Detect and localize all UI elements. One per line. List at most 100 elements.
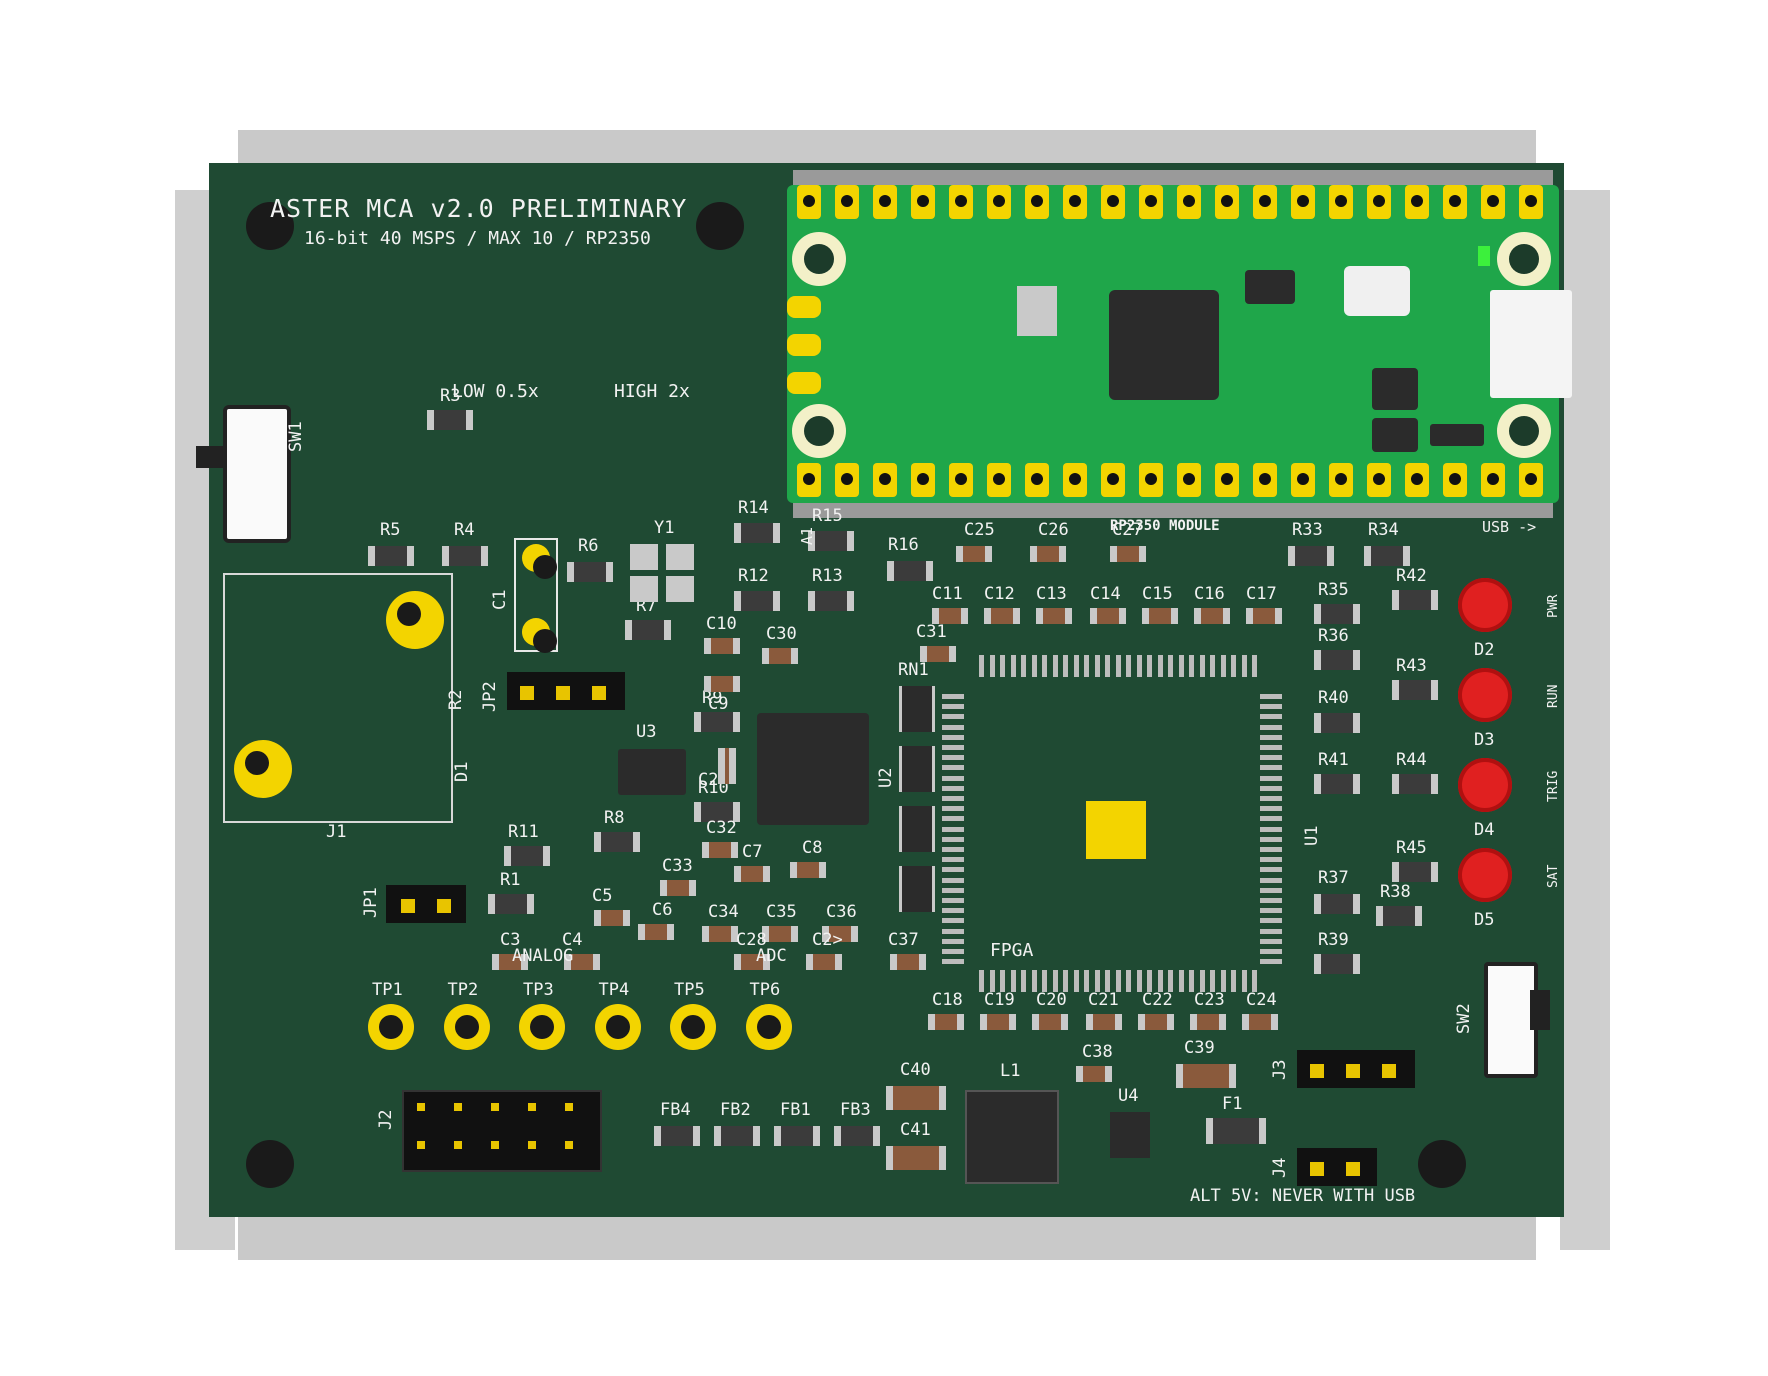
c1-pad-2 — [522, 618, 557, 653]
resistor-r35-label: R35 — [1318, 580, 1349, 600]
fpga-pin — [1260, 816, 1282, 822]
capacitor-c4 — [564, 954, 600, 970]
fpga-pin — [1178, 655, 1184, 677]
jp1-pin-2 — [432, 894, 456, 918]
j1-connector[interactable] — [223, 573, 453, 823]
pico-mount-bl — [792, 404, 846, 458]
j2-label: J2 — [376, 1109, 396, 1130]
capacitor-c26 — [1030, 546, 1066, 562]
test-point-tp2[interactable] — [443, 1004, 490, 1050]
test-point-tp4[interactable] — [594, 1004, 641, 1050]
d4-label: D4 — [1474, 820, 1495, 840]
fpga-pin — [942, 898, 964, 903]
pico-pad-bottom-17 — [1405, 463, 1429, 497]
fpga-pin — [1000, 655, 1005, 677]
fpga-pin — [1157, 655, 1163, 677]
fpga-pin — [942, 694, 964, 699]
capacitor-c3 — [492, 954, 528, 970]
capacitor-c16-label: C16 — [1194, 584, 1225, 604]
capacitor-c33-label: C33 — [662, 856, 693, 876]
capacitor-c21 — [1086, 1014, 1122, 1030]
pico-pad-bottom-3 — [873, 463, 897, 497]
resistor-r8-label: R8 — [604, 808, 625, 828]
fpga-pin — [942, 908, 964, 914]
sw2-actuator[interactable] — [1530, 990, 1550, 1030]
pico-pad-bottom-19 — [1481, 463, 1505, 497]
capacitor-c5 — [594, 910, 630, 926]
test-point-tp1[interactable] — [368, 1004, 414, 1050]
resistor-r5 — [368, 546, 414, 566]
capacitor-c30 — [762, 648, 798, 664]
fpga-pin — [1189, 655, 1194, 677]
pico-debug-pads — [787, 296, 823, 394]
tp5-label: TP5 — [674, 980, 705, 1000]
test-point-tp5[interactable] — [670, 1004, 716, 1050]
fpga-pin — [1073, 970, 1079, 992]
resistor-r38 — [1376, 906, 1422, 926]
sw2-switch[interactable] — [1484, 962, 1538, 1078]
resistor-r39-label: R39 — [1318, 930, 1349, 950]
fpga-pin — [1220, 655, 1226, 677]
resistor-r15-label: R15 — [812, 506, 843, 526]
fpga-pin — [942, 806, 964, 812]
fpga-pin — [1210, 970, 1215, 992]
resistor-r43-label: R43 — [1396, 656, 1427, 676]
fpga-thermal-pad — [1086, 801, 1146, 859]
adc-label: ADC — [756, 946, 787, 966]
fpga-pin — [1260, 765, 1282, 771]
fpga-pin — [1063, 970, 1068, 992]
capacitor-c10-label: C10 — [706, 614, 737, 634]
capacitor-c18 — [928, 1014, 964, 1030]
resistor-r14 — [734, 523, 780, 543]
capacitor-c19 — [980, 1014, 1016, 1030]
fpga-pin — [942, 775, 964, 781]
fpga-pin — [1021, 970, 1026, 992]
test-point-tp6[interactable] — [745, 1004, 792, 1050]
resistor-r33-label: R33 — [1292, 520, 1323, 540]
resistor-r3-label: R3 — [440, 386, 461, 406]
fpga-pin — [942, 928, 964, 934]
u2-label: U2 — [876, 767, 896, 788]
jp2-pin-2 — [551, 681, 575, 705]
resistor-r1-label: R1 — [500, 870, 521, 890]
fpga-pin — [1115, 655, 1121, 677]
pico-chip — [1109, 290, 1219, 400]
fpga-pin — [942, 755, 964, 761]
resistor-r3 — [427, 410, 473, 430]
j3-pin-1 — [1305, 1059, 1329, 1083]
fpga-pin — [1260, 826, 1282, 832]
capacitor-c12 — [984, 608, 1020, 624]
resistor-r39 — [1314, 954, 1360, 974]
capacitor-c4-label: C4 — [562, 930, 583, 950]
capacitor-c18-label: C18 — [932, 990, 963, 1010]
tp4-label: TP4 — [598, 980, 630, 1000]
pico-pad-bottom-11 — [1177, 463, 1201, 497]
j2-pin — [523, 1136, 541, 1154]
pico-mount-br — [1497, 404, 1551, 458]
fpga-label: FPGA — [990, 940, 1034, 961]
sw1-switch[interactable] — [223, 405, 291, 543]
fpga-pin — [1094, 970, 1100, 992]
j3-pin-3 — [1377, 1059, 1401, 1083]
j2-pin — [412, 1136, 430, 1154]
test-point-tp3[interactable] — [519, 1004, 565, 1050]
resistor-r34 — [1364, 546, 1410, 566]
sw1-actuator[interactable] — [196, 446, 226, 468]
fpga-pin — [1084, 655, 1089, 677]
fpga-pin — [979, 655, 984, 677]
fpga-pin — [1260, 918, 1282, 924]
fpga-pin — [1115, 970, 1121, 992]
pico-pad-top-5 — [949, 185, 973, 219]
capacitor-c17 — [1246, 608, 1282, 624]
fpga-pin — [1260, 938, 1282, 944]
pico-pad-top-11 — [1177, 185, 1201, 219]
capacitor-c41 — [886, 1146, 946, 1170]
fpga-pin — [1260, 755, 1282, 761]
pico-pad-bottom-13 — [1253, 463, 1277, 497]
pico-pad-top-3 — [873, 185, 897, 219]
j3-label: J3 — [1270, 1059, 1290, 1080]
fpga-pin — [1084, 970, 1089, 992]
fpga-pin — [1260, 836, 1282, 842]
pico-crystal — [1017, 286, 1057, 336]
capacitor-c36 — [822, 926, 858, 942]
